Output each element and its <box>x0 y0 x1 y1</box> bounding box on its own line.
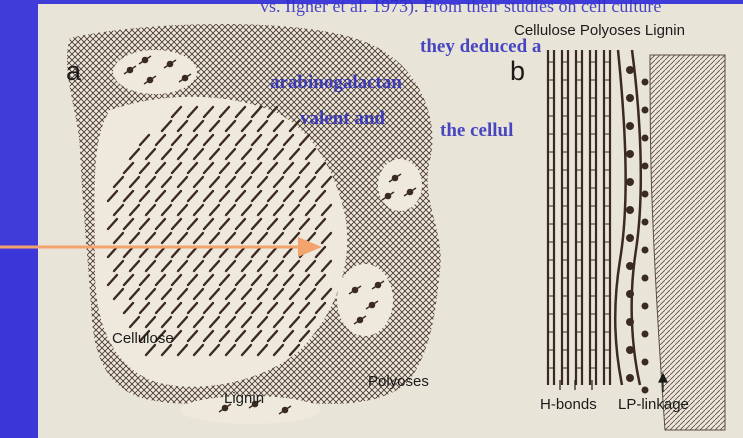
panel-b-letter: b <box>510 56 525 87</box>
cellulose-label-a: Cellulose <box>112 330 174 347</box>
polyose-bead <box>626 94 634 102</box>
polyose-bead <box>626 234 634 242</box>
background-text-line-1: vs. Ilgner et al. 1973). From their stud… <box>260 0 661 17</box>
polyose-bead <box>626 66 634 74</box>
lignin-block <box>650 55 725 430</box>
polyose-bead <box>626 318 634 326</box>
polyose-bead <box>642 387 649 394</box>
polyose-bead <box>642 275 649 282</box>
polyoses-pocket-lower <box>337 264 393 336</box>
panel-b-header: Cellulose Polyoses Lignin <box>514 22 685 39</box>
background-text-line-2: they deduced a <box>420 36 541 58</box>
polyose-bead <box>626 374 634 382</box>
background-text-line-3: arabinogalactan <box>270 72 402 94</box>
polyoses-label-a: Polyoses <box>368 373 429 390</box>
polyose-bead <box>642 359 649 366</box>
background-text-line-4: valent and <box>300 108 385 130</box>
polyose-bead <box>642 135 649 142</box>
lignin-label-a: Lignin <box>224 390 264 407</box>
polyoses-pocket-top <box>113 50 197 94</box>
polyose-bead <box>642 191 649 198</box>
polyose-bead <box>626 178 634 186</box>
polyose-bead <box>642 219 649 226</box>
background-text-line-5: the cellul <box>440 120 513 142</box>
polyose-bead <box>642 331 649 338</box>
polyose-bead <box>626 206 634 214</box>
polyose-bead <box>626 122 634 130</box>
polyose-bead <box>626 150 634 158</box>
lp-linkage-label: LP-linkage <box>618 396 689 413</box>
panel-a-letter: a <box>66 56 81 87</box>
polyose-bead <box>626 290 634 298</box>
polyose-bead <box>642 79 649 86</box>
polyose-bead <box>626 346 634 354</box>
h-bonds-label: H-bonds <box>540 396 597 413</box>
polyoses-pocket-right <box>378 159 422 211</box>
polyose-bead <box>626 262 634 270</box>
polyose-bead <box>642 303 649 310</box>
polyose-bead <box>642 163 649 170</box>
polyose-bead <box>642 247 649 254</box>
polyose-bead <box>642 107 649 114</box>
